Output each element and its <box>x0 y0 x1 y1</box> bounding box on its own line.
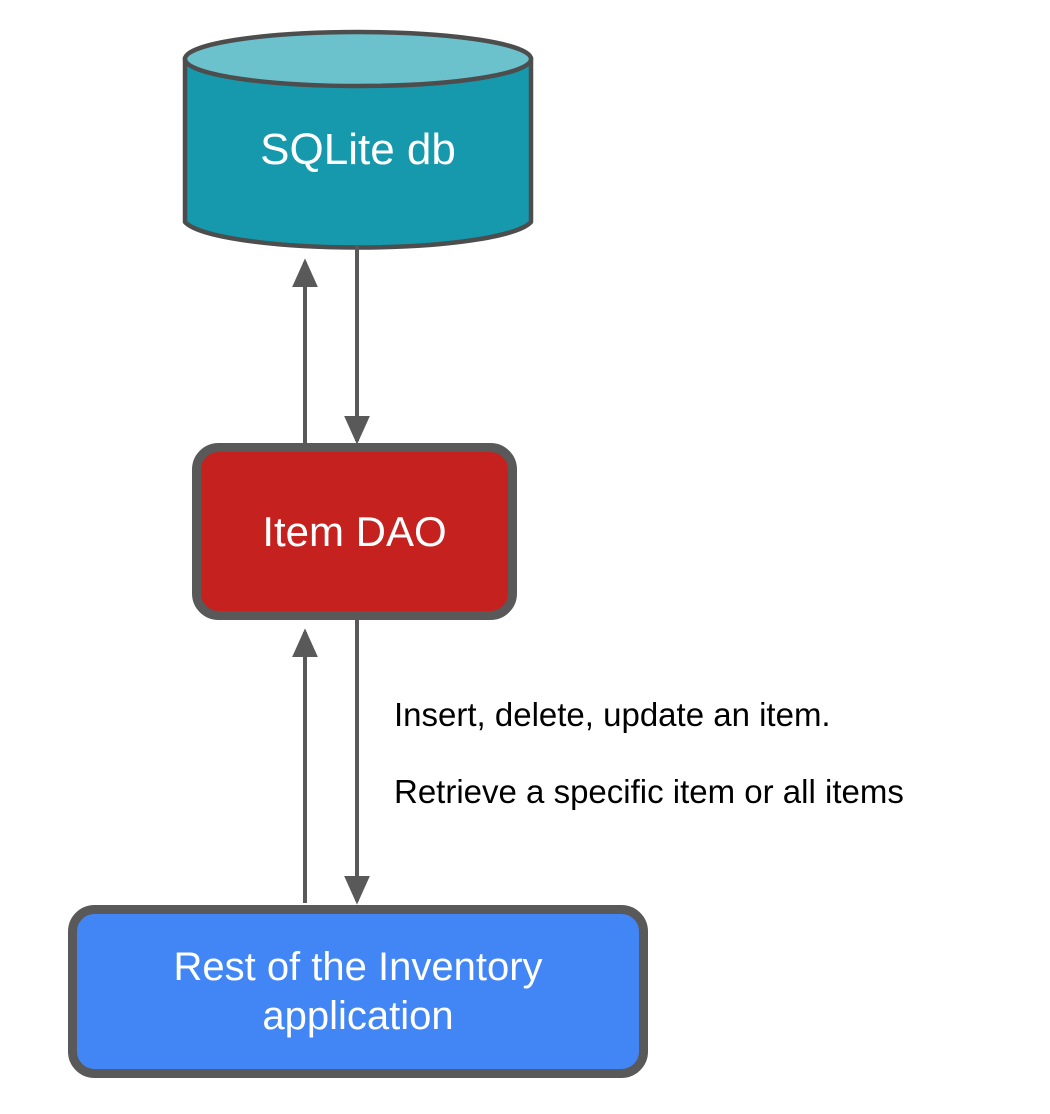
node-rest-of-app[interactable] <box>68 905 648 1078</box>
read-operations-note: Retrieve a specific item or all items <box>394 773 904 810</box>
rest-of-app-shape <box>68 905 648 1078</box>
write-operations-note: Insert, delete, update an item. <box>394 696 831 733</box>
cylinder-top <box>182 29 534 89</box>
cylinder-body <box>182 55 534 250</box>
node-item-dao[interactable] <box>192 443 517 620</box>
item-dao-shape <box>192 443 517 620</box>
node-sqlite-db[interactable] <box>182 29 534 250</box>
